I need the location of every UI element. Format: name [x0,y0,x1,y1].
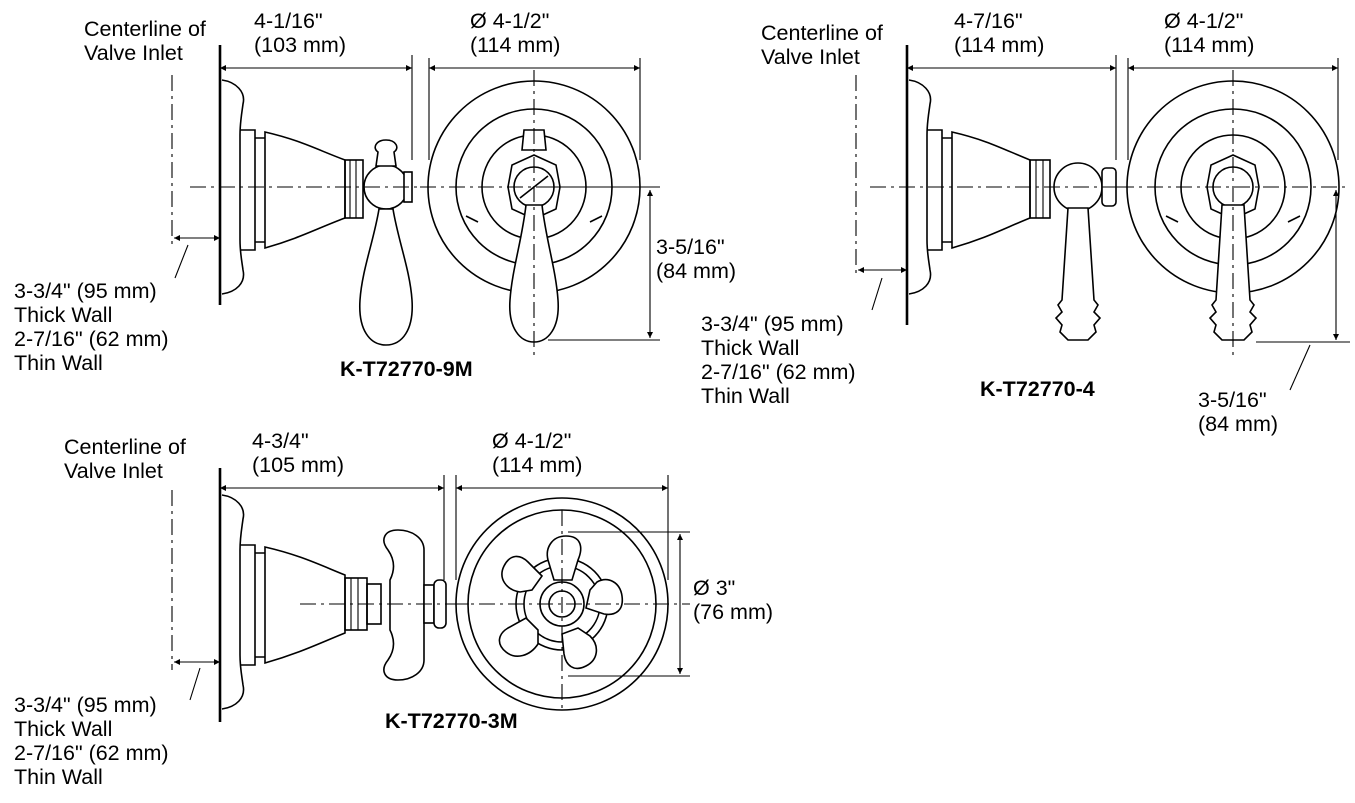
diameter-dimension: Ø 4-1/2" (114 mm) [1164,9,1255,57]
model-number: K-T72770-9M [340,357,473,381]
valve-body [951,130,1031,250]
stem-collar [344,159,364,219]
handle-finial [374,139,398,167]
centerline-label: Centerline of Valve Inlet [64,435,186,483]
model-number: K-T72770-3M [385,709,518,733]
diameter-dimension: Ø 4-1/2" (114 mm) [492,429,583,477]
projection-dimension: 4-7/16" (114 mm) [954,9,1045,57]
model-number: K-T72770-4 [980,377,1095,401]
diameter-dimension: Ø 4-1/2" (114 mm) [470,9,561,57]
front-lever-handle [1208,204,1258,341]
diagram-4-side-view [855,45,1125,341]
diagram-9m-side-view [171,45,430,346]
wall-thickness-note: 3-3/4" (95 mm) Thick Wall 2-7/16" (62 mm… [14,279,169,375]
wall-thickness-note: 3-3/4" (95 mm) Thick Wall 2-7/16" (62 mm… [701,312,856,408]
centerline-label: Centerline of Valve Inlet [84,17,206,65]
handle-diameter-dimension: Ø 3" (76 mm) [693,576,774,624]
diagram-9m-front-view [420,58,660,355]
diagram-4-front-view [1118,58,1350,391]
diagram-3m-side-view [171,468,470,722]
escutcheon-profile [221,494,245,710]
centerline-label: Centerline of Valve Inlet [761,21,883,69]
projection-dimension: 4-1/16" (103 mm) [254,9,346,57]
cross-handle-side [383,529,425,681]
stem-collar [1029,159,1051,219]
projection-dimension: 4-3/4" (105 mm) [252,429,344,477]
lever-handle [359,208,413,346]
cross-handle-spokes [498,535,624,670]
valve-body [264,130,346,250]
height-dimension: 3-5/16" (84 mm) [656,235,737,283]
lever-handle [1054,207,1102,341]
height-dimension: 3-5/16" (84 mm) [1198,388,1279,436]
wall-thickness-note: 3-3/4" (95 mm) Thick Wall 2-7/16" (62 mm… [14,693,169,789]
valve-body [264,545,346,665]
diagram-3m-front-view [450,475,690,711]
escutcheon-profile [908,79,932,295]
